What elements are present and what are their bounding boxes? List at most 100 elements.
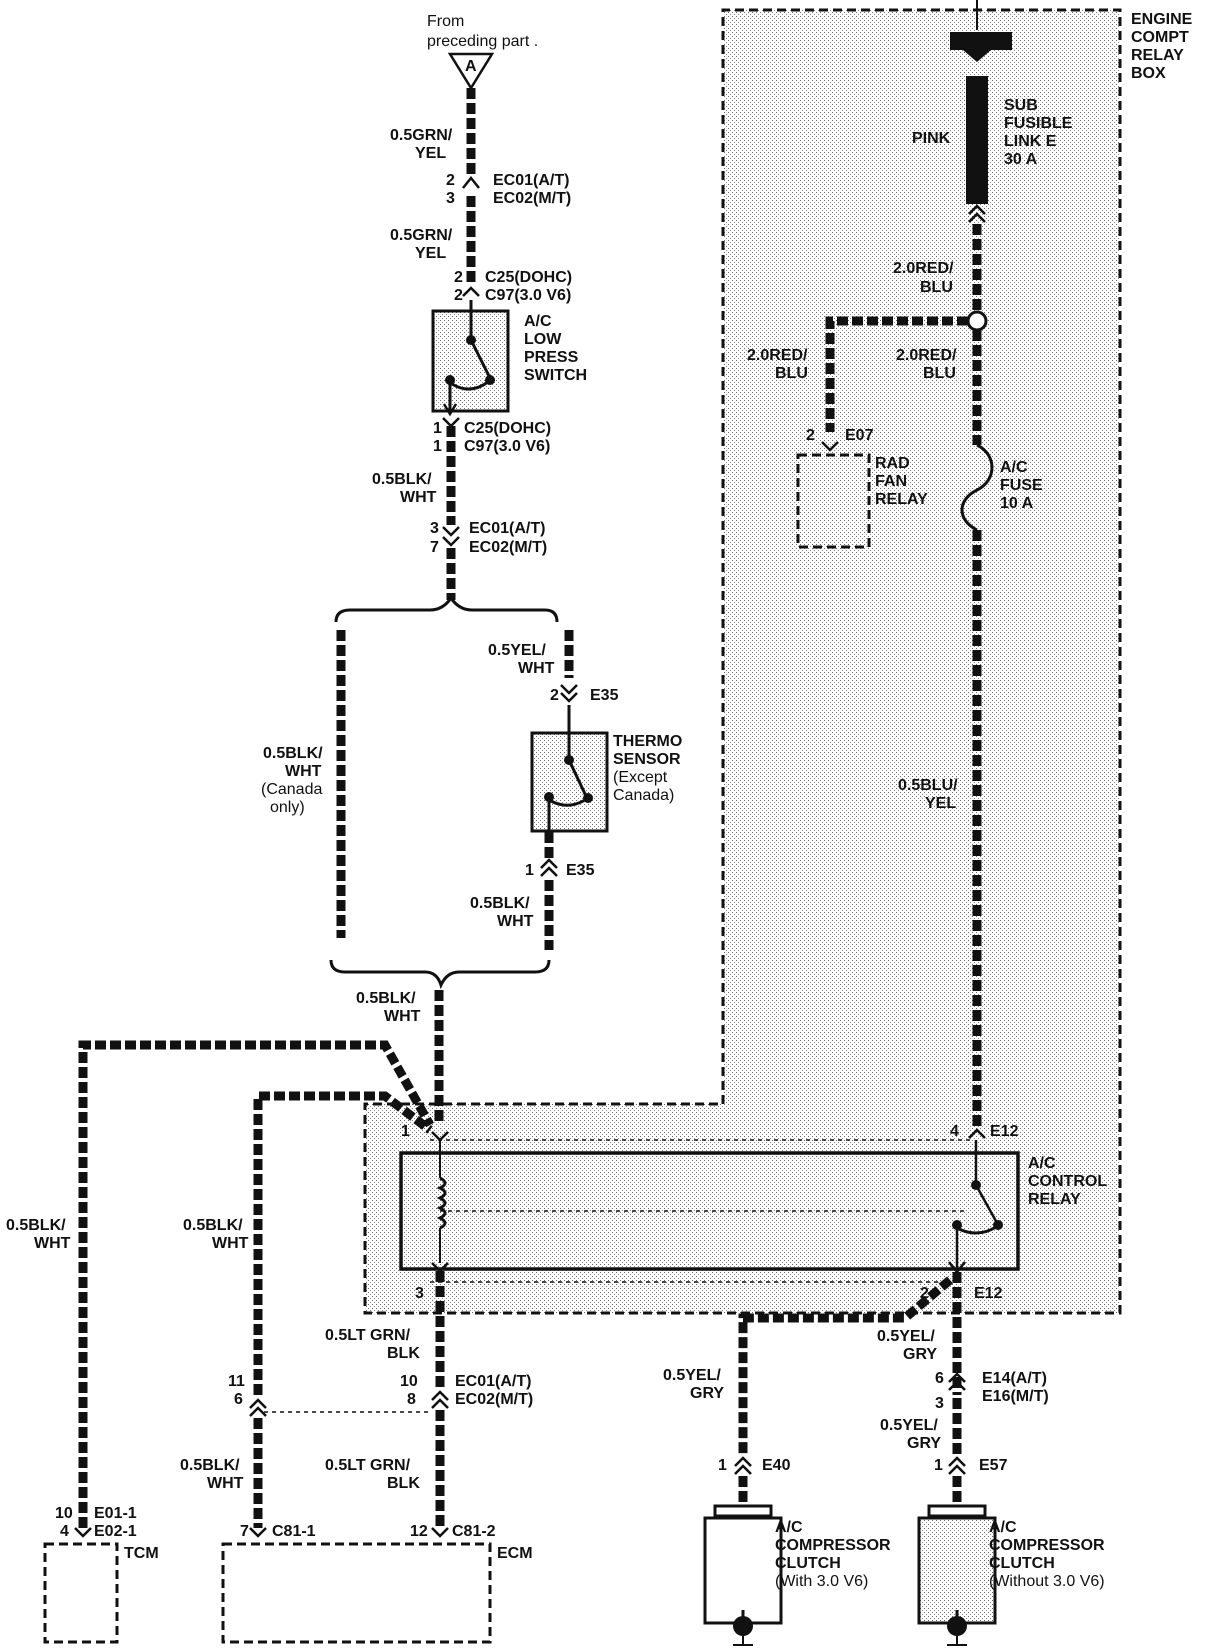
svg-text:10: 10 bbox=[400, 1373, 418, 1390]
svg-text:C25(DOHC): C25(DOHC) bbox=[485, 269, 572, 286]
wire-label-red-blu-1: 2.0RED/ BLU bbox=[893, 260, 954, 296]
option-split-brace-top bbox=[334, 595, 559, 623]
wire-label-yel-wht: 0.5YEL/ WHT bbox=[488, 642, 555, 677]
wire-label-blk-wht-1: 0.5BLK/ WHT bbox=[372, 471, 437, 506]
svg-text:(With 3.0 V6): (With 3.0 V6) bbox=[775, 1573, 868, 1590]
svg-text:A: A bbox=[465, 58, 477, 75]
e35-bot-pin: 1 bbox=[525, 862, 534, 879]
svg-text:0.5LT GRN/: 0.5LT GRN/ bbox=[325, 1457, 411, 1474]
svg-text:E14(A/T): E14(A/T) bbox=[982, 1370, 1047, 1387]
svg-text:0.5GRN/: 0.5GRN/ bbox=[390, 127, 453, 144]
svg-text:11: 11 bbox=[228, 1373, 245, 1390]
connector-c25-top bbox=[462, 286, 480, 297]
engine-compt-relay-box: ENGINE COMPT RELAY BOX bbox=[363, 8, 1193, 1315]
svg-text:only): only) bbox=[270, 799, 305, 816]
c25-top-label: C25(DOHC) C97(3.0 V6) bbox=[485, 269, 572, 304]
pink-label: PINK bbox=[912, 130, 951, 147]
svg-text:preceding part .: preceding part . bbox=[427, 33, 538, 50]
compressor-clutch-v6-label: A/C COMPRESSOR CLUTCH (With 3.0 V6) bbox=[775, 1519, 891, 1590]
wire-label-red-blu-2: 2.0RED/ BLU bbox=[747, 347, 808, 382]
connector-e12-top bbox=[968, 1128, 986, 1139]
svg-text:COMPT: COMPT bbox=[1131, 29, 1189, 46]
svg-text:EC02(M/T): EC02(M/T) bbox=[455, 1391, 533, 1408]
svg-text:0.5YEL/: 0.5YEL/ bbox=[663, 1367, 721, 1384]
relay-pin-4: 4 bbox=[950, 1123, 959, 1140]
svg-text:Canada): Canada) bbox=[613, 787, 674, 804]
svg-text:COMPRESSOR: COMPRESSOR bbox=[775, 1537, 891, 1554]
svg-text:BOX: BOX bbox=[1131, 65, 1166, 82]
c81-1-pin: 7 bbox=[240, 1523, 249, 1540]
fusible-link-connector bbox=[968, 204, 986, 223]
connector-ecm-side bbox=[249, 1398, 267, 1417]
c81-1-label: C81-1 bbox=[272, 1523, 316, 1540]
wire-label-grn-yel-1: 0.5GRN/ YEL bbox=[390, 127, 453, 162]
c81-2-pin: 12 bbox=[410, 1523, 428, 1540]
e12-bot-label: E12 bbox=[974, 1285, 1003, 1302]
svg-text:THERMO: THERMO bbox=[613, 733, 682, 750]
svg-text:WHT: WHT bbox=[497, 913, 534, 930]
connector-c25-bot bbox=[442, 417, 460, 428]
svg-text:A/C: A/C bbox=[1000, 459, 1028, 476]
e14-label: E14(A/T) E16(M/T) bbox=[982, 1370, 1049, 1405]
sub-fusible-link-e bbox=[966, 76, 988, 204]
tcm-label: TCM bbox=[124, 1545, 159, 1562]
svg-text:0.5YEL/: 0.5YEL/ bbox=[880, 1417, 938, 1434]
connector-e57 bbox=[948, 1456, 966, 1475]
wire-label-blk-wht-left: 0.5BLK/ WHT bbox=[6, 1217, 71, 1252]
e35-bot-label: E35 bbox=[566, 862, 595, 879]
wire-blk-wht-ecm bbox=[253, 1091, 433, 1395]
svg-text:RELAY: RELAY bbox=[875, 491, 928, 508]
ec01-low-label: EC01(A/T) EC02(M/T) bbox=[455, 1373, 533, 1408]
svg-text:EC02(M/T): EC02(M/T) bbox=[493, 190, 571, 207]
svg-text:7: 7 bbox=[430, 539, 439, 556]
connector-e35-bot bbox=[540, 858, 558, 877]
svg-text:From: From bbox=[427, 13, 464, 30]
connector-ec01-top bbox=[462, 175, 480, 189]
compressor-clutch-v6 bbox=[703, 1504, 783, 1646]
svg-text:0.5GRN/: 0.5GRN/ bbox=[390, 227, 453, 244]
svg-text:CLUTCH: CLUTCH bbox=[775, 1555, 841, 1572]
svg-text:C97(3.0 V6): C97(3.0 V6) bbox=[464, 438, 550, 455]
svg-text:SENSOR: SENSOR bbox=[613, 751, 681, 768]
svg-text:EC01(A/T): EC01(A/T) bbox=[469, 520, 545, 537]
svg-text:GRY: GRY bbox=[903, 1346, 937, 1363]
svg-text:2: 2 bbox=[454, 269, 463, 286]
tcm-pins: 10 4 bbox=[55, 1505, 73, 1540]
svg-text:EC02(M/T): EC02(M/T) bbox=[469, 539, 547, 556]
svg-text:A/C: A/C bbox=[989, 1519, 1017, 1536]
connector-tcm bbox=[74, 1527, 92, 1538]
c81-2-label: C81-2 bbox=[452, 1523, 496, 1540]
svg-text:BLU: BLU bbox=[775, 365, 808, 382]
svg-text:EC01(A/T): EC01(A/T) bbox=[493, 172, 569, 189]
svg-text:2: 2 bbox=[446, 172, 455, 189]
connector-ec01-low bbox=[431, 1390, 449, 1409]
svg-text:SWITCH: SWITCH bbox=[524, 367, 587, 384]
c25-top-pins: 2 2 bbox=[454, 269, 463, 304]
svg-text:YEL: YEL bbox=[415, 245, 446, 262]
wire-label-blk-wht-4: 0.5BLK/ WHT bbox=[180, 1457, 244, 1492]
svg-text:(Canada: (Canada bbox=[261, 781, 322, 798]
svg-text:0.5BLK/: 0.5BLK/ bbox=[6, 1217, 66, 1234]
svg-text:10: 10 bbox=[55, 1505, 73, 1522]
option-split-brace-bottom bbox=[329, 959, 551, 990]
svg-text:E02-1: E02-1 bbox=[94, 1523, 137, 1540]
wire-red-blu-rad-fan bbox=[825, 316, 968, 432]
ecm-box bbox=[221, 1542, 492, 1644]
ac-fuse bbox=[960, 443, 994, 532]
ec01-mid-pins: 3 7 bbox=[430, 520, 439, 556]
low-press-switch-label: A/C LOW PRESS SWITCH bbox=[524, 313, 587, 384]
svg-text:C25(DOHC): C25(DOHC) bbox=[464, 420, 551, 437]
svg-text:WHT: WHT bbox=[384, 1008, 421, 1025]
e40-pin: 1 bbox=[718, 1457, 727, 1474]
svg-text:8: 8 bbox=[407, 1391, 416, 1408]
svg-text:WHT: WHT bbox=[212, 1235, 249, 1252]
svg-text:BLK: BLK bbox=[387, 1345, 420, 1362]
connector-c81-1 bbox=[249, 1527, 267, 1538]
ec01-top-label: EC01(A/T) EC02(M/T) bbox=[493, 172, 571, 207]
svg-text:10 A: 10 A bbox=[1000, 495, 1034, 512]
wire-label-yel-gry-3: 0.5YEL/ GRY bbox=[880, 1417, 941, 1452]
svg-text:CLUTCH: CLUTCH bbox=[989, 1555, 1055, 1572]
svg-text:BLK: BLK bbox=[387, 1475, 420, 1492]
relay-pin-1: 1 bbox=[401, 1123, 410, 1140]
